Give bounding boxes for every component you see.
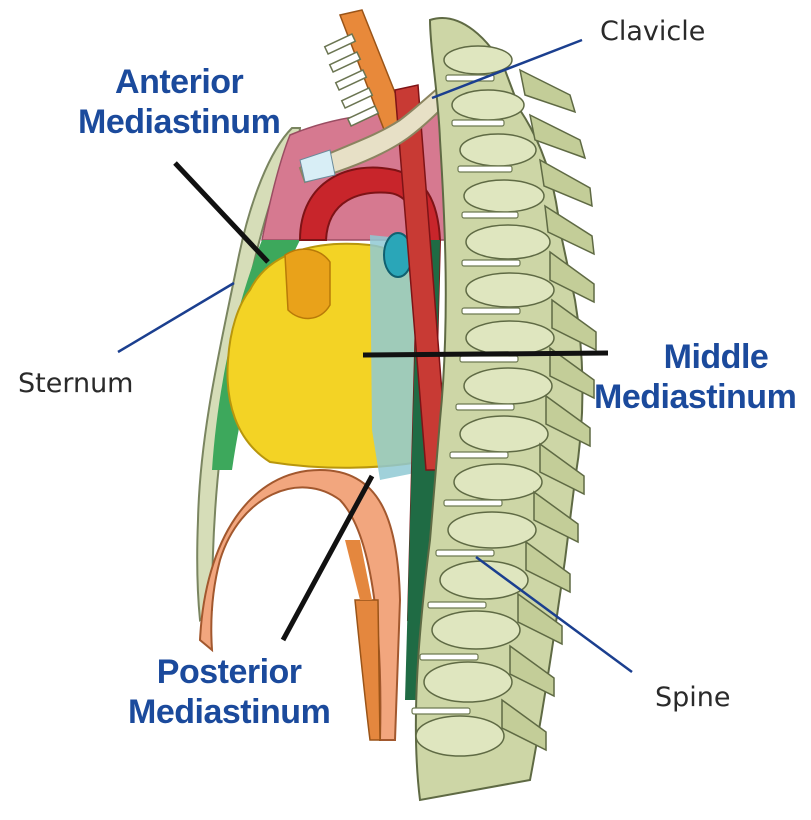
posterior-mediastinum-label: Posterior Mediastinum: [128, 652, 330, 732]
middle-mediastinum-label: Middle Mediastinum: [594, 337, 796, 417]
middle-pointer: [363, 353, 608, 355]
anterior-mediastinum-label: Anterior Mediastinum: [78, 62, 280, 142]
posterior-line2: Mediastinum: [128, 692, 330, 732]
spine-label: Spine: [655, 682, 731, 713]
middle-line1: Middle: [594, 337, 796, 377]
sternum-label: Sternum: [18, 368, 134, 399]
middle-line2: Mediastinum: [594, 377, 796, 417]
anterior-line2: Mediastinum: [78, 102, 280, 142]
sternum-pointer: [118, 283, 234, 352]
anterior-line1: Anterior: [78, 62, 280, 102]
clavicle-label: Clavicle: [600, 16, 705, 47]
posterior-line1: Posterior: [128, 652, 330, 692]
